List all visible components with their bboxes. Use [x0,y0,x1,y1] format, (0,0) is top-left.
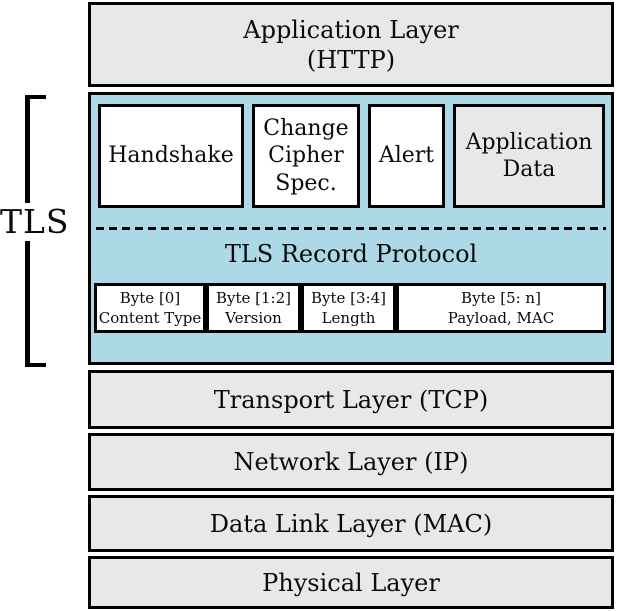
record-fields-row: Byte [0] Content Type Byte [1:2] Version… [94,283,606,333]
dashed-divider [96,227,606,230]
protocol-box-application-data: Application Data [453,104,605,208]
record-field-label: Version [225,309,282,327]
layer-application-line1: Application Layer [243,15,459,44]
record-field-version: Byte [1:2] Version [206,283,301,333]
tls-bracket-label: TLS [0,202,70,241]
record-field-label: Payload, MAC [447,309,555,327]
record-field-byte-range: Byte [0] [119,288,181,307]
layer-transport: Transport Layer (TCP) [88,370,614,429]
record-field-label: Length [321,309,376,327]
layer-application-text: Application Layer (HTTP) [243,15,459,75]
record-field-byte-range: Byte [3:4] [310,288,386,307]
protocol-box-alert: Alert [368,104,445,208]
record-field-payload-mac: Byte [5: n] Payload, MAC [396,283,606,333]
layer-datalink: Data Link Layer (MAC) [88,495,614,552]
record-field-byte-range: Byte [5: n] [461,288,541,307]
protocol-box-change-cipher-spec: Change Cipher Spec. [252,104,360,208]
record-field-byte-range: Byte [1:2] [215,288,291,307]
layer-network: Network Layer (IP) [88,433,614,491]
layer-application: Application Layer (HTTP) [88,2,614,87]
layer-physical: Physical Layer [88,556,614,609]
record-field-length: Byte [3:4] Length [301,283,396,333]
tls-box: Handshake Change Cipher Spec. Alert Appl… [88,92,614,365]
record-field-label: Content Type [98,309,202,327]
tls-record-protocol-title: TLS Record Protocol [224,240,478,268]
record-field-content-type: Byte [0] Content Type [94,283,206,333]
layer-application-line2: (HTTP) [306,45,396,74]
tls-protocols-row: Handshake Change Cipher Spec. Alert Appl… [98,104,605,208]
protocol-box-handshake: Handshake [98,104,244,208]
